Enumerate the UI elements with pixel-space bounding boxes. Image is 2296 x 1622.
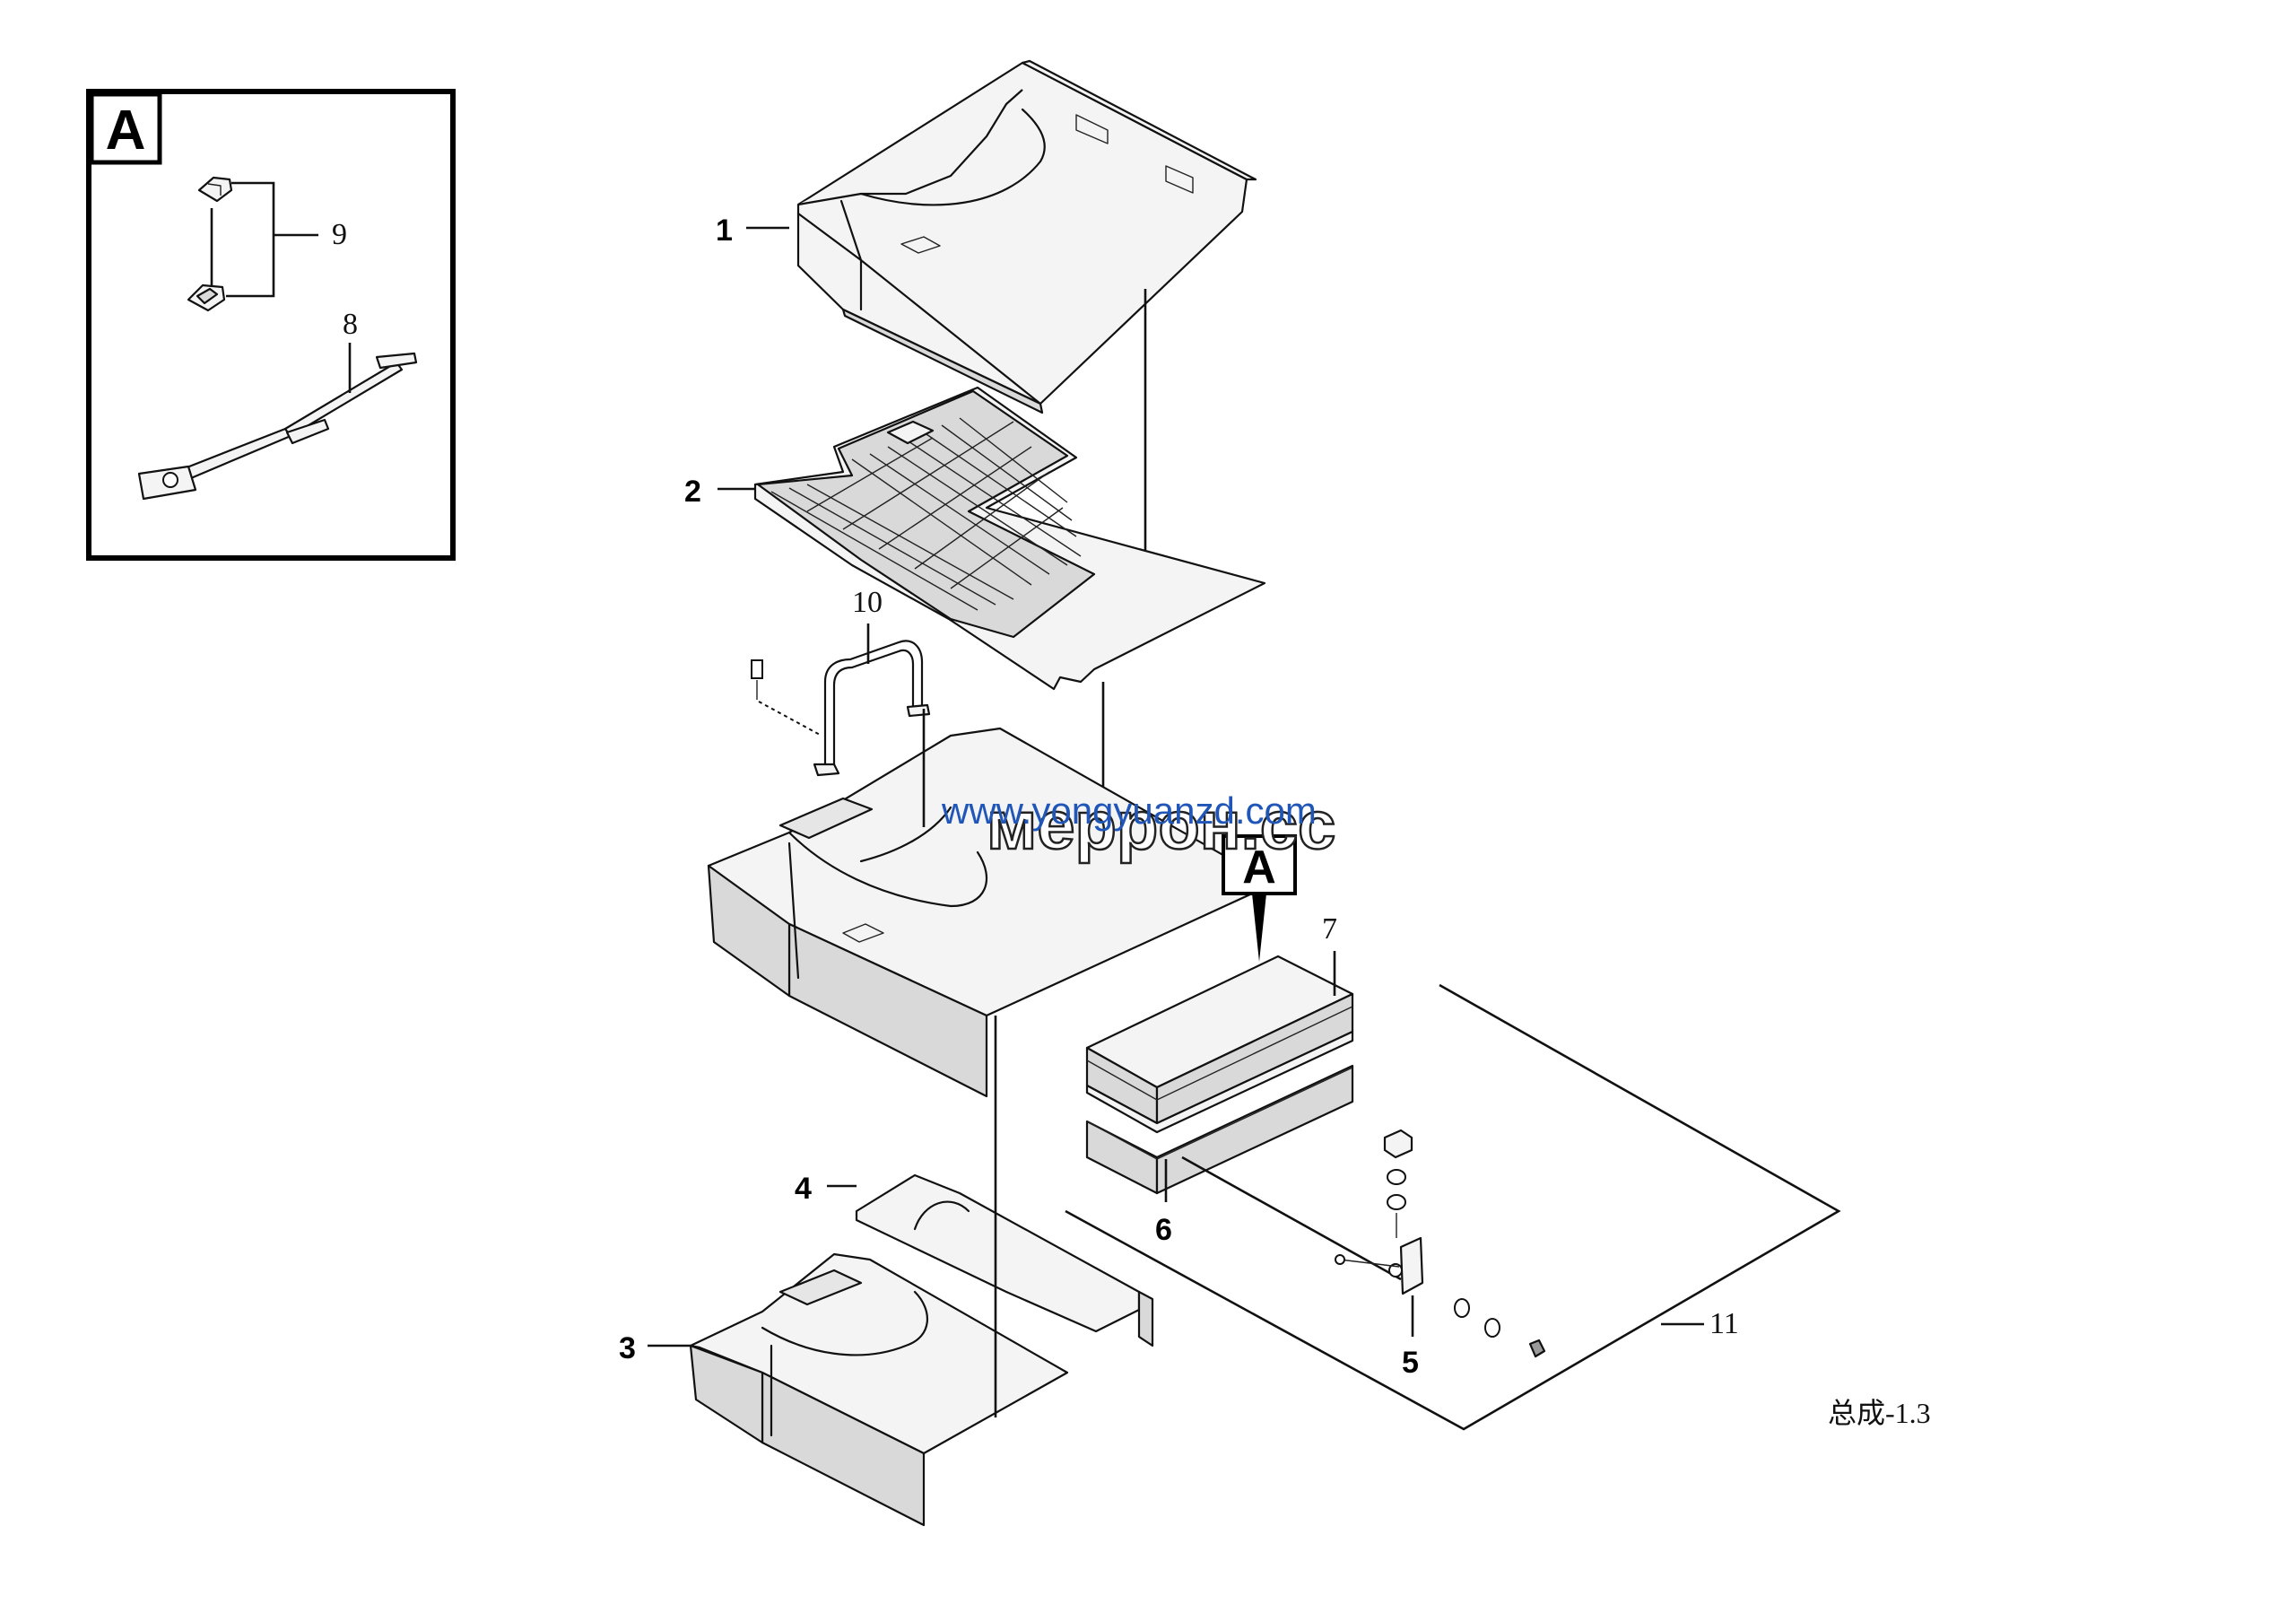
- callout-2: 2: [684, 475, 701, 509]
- callout-4: 4: [795, 1172, 812, 1206]
- floor-mat-part-2: 2: [684, 386, 1266, 920]
- mat-tread-pattern: [770, 417, 1082, 611]
- view-marker-label: A: [1242, 842, 1276, 894]
- callout-10: 10: [852, 586, 883, 619]
- callout-6: 6: [1155, 1213, 1172, 1247]
- plate-outline-part-11: 11: [1065, 983, 1841, 1431]
- prop-rod-part-8: 8: [137, 308, 418, 501]
- watermark-url: www.yongyuanzd.com: [941, 789, 1317, 832]
- detail-view-a: A 9 8: [86, 89, 456, 561]
- handle-part-10: 10: [751, 586, 931, 777]
- callout-7: 7: [1322, 912, 1337, 946]
- watermark-text: меррон.cc: [987, 788, 1335, 864]
- upper-cover-part-1: 1: [716, 59, 1257, 610]
- callout-11: 11: [1709, 1307, 1739, 1340]
- callout-5: 5: [1402, 1346, 1419, 1380]
- callout-1: 1: [716, 214, 733, 248]
- clip-pair-part-9: 9: [187, 176, 347, 312]
- main-cover-assembly: [707, 709, 1275, 1098]
- callout-8: 8: [343, 308, 358, 341]
- box-part-7: A 7: [1085, 834, 1354, 1125]
- lower-liner-part-4: 4: [795, 1172, 1154, 1347]
- watermark: меррон.cc www.yongyuanzd.com: [941, 787, 1337, 866]
- detail-view-label: A: [106, 100, 146, 161]
- lower-cover-part-3: 3: [619, 1016, 1069, 1527]
- bracket-hardware-part-5: 5: [1335, 1129, 1546, 1380]
- base-block-part-6: 6: [1085, 1030, 1354, 1247]
- callout-3: 3: [619, 1331, 636, 1365]
- callout-9: 9: [332, 218, 347, 251]
- assembly-label: 总成-1.3: [1828, 1397, 1931, 1429]
